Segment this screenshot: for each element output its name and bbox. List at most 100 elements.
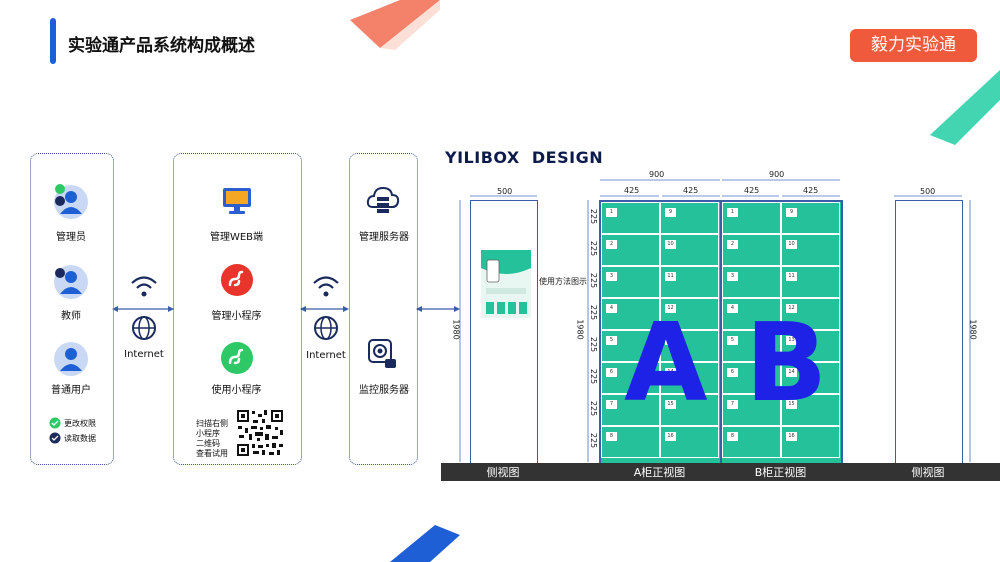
locker-cell-a — [601, 266, 660, 298]
base-band — [441, 463, 1000, 481]
locker-cell-b — [722, 394, 781, 426]
mini-program-red-icon — [221, 264, 253, 296]
dimension-lines — [459, 179, 971, 462]
dim-row-3: 225 — [589, 272, 599, 289]
dim-half-width-a1: 425 — [624, 186, 640, 195]
view-label-cabinet-a: A柜正视图 — [633, 466, 686, 479]
locker-cell-a — [660, 362, 719, 394]
locker-cell-a — [660, 298, 719, 330]
locker-cell-b — [722, 266, 781, 298]
dim-row-2: 225 — [589, 240, 599, 257]
locker-number-b: 15 — [786, 400, 797, 409]
locker-cell-a — [660, 426, 719, 458]
locker-cell-a — [660, 394, 719, 426]
locker-cell-b — [781, 266, 840, 298]
locker-number-a: 12 — [665, 304, 676, 313]
check-green-icon — [49, 417, 61, 429]
dim-side-width-right: 500 — [920, 187, 936, 196]
wifi-icon — [131, 276, 157, 297]
qr-caption-2: 小程序 — [196, 429, 220, 438]
wifi-icon — [313, 276, 339, 297]
computer-icon — [223, 188, 251, 214]
admin-user-icon — [54, 184, 88, 219]
globe-icon — [314, 316, 338, 340]
locker-number-a: 7 — [606, 400, 617, 409]
dim-row-5: 225 — [589, 336, 599, 353]
locker-number-b: 9 — [786, 208, 797, 217]
locker-cell-a — [660, 234, 719, 266]
user-label-normal: 普通用户 — [51, 385, 91, 396]
locker-number-a: 6 — [606, 368, 617, 377]
dim-row-6: 225 — [589, 368, 599, 385]
locker-cell-b — [781, 234, 840, 266]
locker-cell-a — [601, 330, 660, 362]
locker-number-a: 11 — [665, 272, 676, 281]
locker-number-a: 4 — [606, 304, 617, 313]
brand-badge: 毅力实验通 — [850, 29, 977, 62]
page-title: 实验通产品系统构成概述 — [68, 36, 255, 56]
dim-half-width-b2: 425 — [803, 186, 819, 195]
locker-number-b: 10 — [786, 240, 797, 249]
dim-half-width-b1: 425 — [744, 186, 760, 195]
locker-cell-b — [781, 362, 840, 394]
locker-number-a: 1 — [606, 208, 617, 217]
locker-number-a: 9 — [665, 208, 676, 217]
cloud-server-icon — [366, 186, 400, 213]
locker-cell-a — [601, 234, 660, 266]
dim-row-1: 225 — [589, 208, 599, 225]
top-decoration — [350, 0, 440, 50]
locker-number-a: 10 — [665, 240, 676, 249]
qr-caption-1: 扫描右侧 — [196, 419, 228, 428]
usage-screen-illustration — [481, 250, 531, 318]
qr-caption-3: 二维码 — [196, 439, 220, 448]
locker-cell-b — [722, 298, 781, 330]
locker-number-b: 12 — [786, 304, 797, 313]
locker-number-a: 8 — [606, 432, 617, 441]
locker-cell-b — [781, 394, 840, 426]
mini-program-green-icon — [221, 342, 253, 374]
check-navy-icon — [49, 432, 61, 444]
locker-cell-b — [722, 362, 781, 394]
dim-row-4: 225 — [589, 304, 599, 321]
locker-cell-b — [722, 330, 781, 362]
legend-change-permission: 更改权限 — [64, 419, 96, 428]
title-accent-bar — [50, 18, 56, 64]
locker-number-a: 3 — [606, 272, 617, 281]
side-view-left — [470, 200, 538, 464]
dim-height-middle: 1980 — [575, 319, 585, 340]
user-label-admin: 管理员 — [56, 232, 86, 243]
locker-number-a: 13 — [665, 336, 676, 345]
locker-cell-b — [781, 330, 840, 362]
locker-number-b: 13 — [786, 336, 797, 345]
locker-number-a: 14 — [665, 368, 676, 377]
arrow-clients-servers — [300, 306, 349, 312]
server-label-admin: 管理服务器 — [359, 232, 409, 243]
locker-cell-b — [722, 202, 781, 234]
locker-cell-a — [601, 202, 660, 234]
locker-number-a: 5 — [606, 336, 617, 345]
dim-row-7: 225 — [589, 400, 599, 417]
locker-cell-b — [781, 298, 840, 330]
locker-number-b: 1 — [727, 208, 738, 217]
cabinet-letter-b: B — [745, 301, 828, 426]
client-label-web: 管理WEB端 — [209, 232, 264, 243]
server-label-monitor: 监控服务器 — [359, 385, 409, 396]
locker-number-b: 3 — [727, 272, 738, 281]
arrow-users-clients — [112, 306, 174, 312]
locker-number-b: 4 — [727, 304, 738, 313]
locker-number-b: 5 — [727, 336, 738, 345]
locker-cell-b — [722, 426, 781, 458]
locker-number-a: 16 — [665, 432, 676, 441]
arrow-servers-cabinet — [416, 306, 460, 312]
side-view-right — [895, 200, 963, 464]
user-label-teacher: 教师 — [61, 311, 81, 322]
right-decoration — [930, 70, 1000, 145]
locker-cell-a — [660, 330, 719, 362]
view-label-right-side: 侧视图 — [911, 466, 945, 479]
locker-cell-a — [601, 426, 660, 458]
camera-icon — [368, 339, 396, 368]
design-title: YILIBOX DESIGN — [445, 148, 604, 167]
locker-cell-a — [601, 394, 660, 426]
locker-cell-a — [601, 298, 660, 330]
locker-number-a: 2 — [606, 240, 617, 249]
